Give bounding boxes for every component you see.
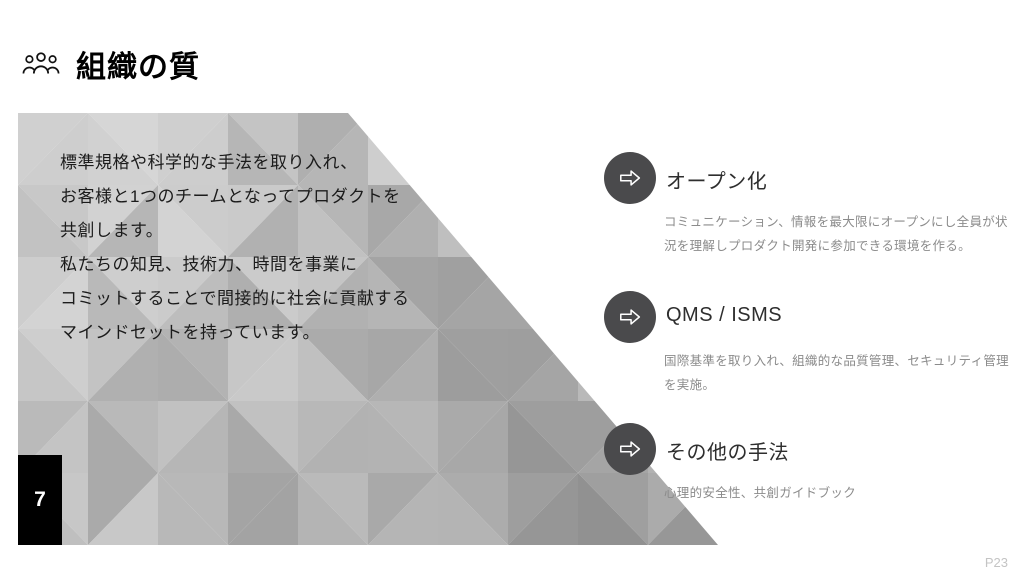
slide-number: 7 bbox=[34, 488, 46, 511]
arrow-right-icon bbox=[604, 152, 656, 204]
intro-line: 標準規格や科学的な手法を取り入れ、 bbox=[60, 153, 358, 172]
item-title: QMS / ISMS bbox=[666, 304, 783, 326]
footer-page-number: P23 bbox=[984, 555, 1008, 570]
arrow-right-icon bbox=[604, 291, 656, 343]
item-description: 心理的安全性、共創ガイドブック bbox=[664, 486, 857, 500]
intro-line: お客様と1つのチームとなってプロダクトを bbox=[60, 187, 401, 206]
low-poly-background bbox=[18, 113, 718, 545]
arrow-right-icon bbox=[604, 423, 656, 475]
item-description: コミュニケーション、情報を最大限にオープンにし全員が状況を理解しプロダクト開発に… bbox=[664, 215, 1008, 254]
item-title: オープン化 bbox=[666, 171, 768, 193]
intro-paragraph: 標準規格や科学的な手法を取り入れ、 お客様と1つのチームとなってプロダクトを 共… bbox=[60, 146, 410, 350]
slide-number-box: 7 bbox=[18, 455, 62, 545]
slide-header: 組織の質 bbox=[20, 42, 200, 86]
intro-line: コミットすることで間接的に社会に貢献する bbox=[60, 289, 410, 308]
intro-line: マインドセットを持っています。 bbox=[60, 323, 320, 342]
intro-line: 私たちの知見、技術力、時間を事業に bbox=[60, 255, 358, 274]
item-title: その他の手法 bbox=[666, 442, 789, 464]
page-title: 組織の質 bbox=[76, 51, 200, 84]
item-description: 国際基準を取り入れ、組織的な品質管理、セキュリティ管理を実施。 bbox=[664, 354, 1009, 393]
team-icon bbox=[20, 44, 62, 84]
intro-line: 共創します。 bbox=[60, 221, 164, 240]
